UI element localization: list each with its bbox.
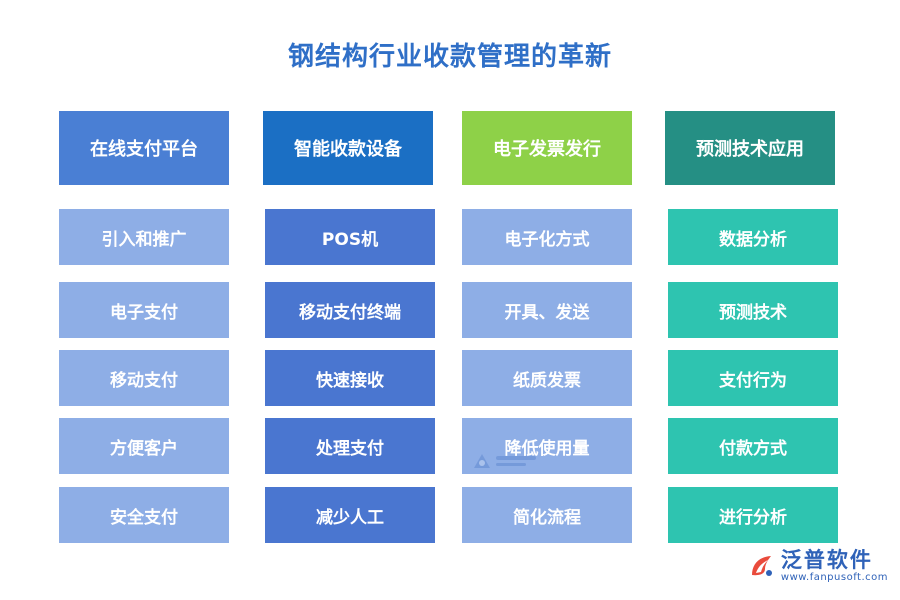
- list-item: 开具、发送: [462, 282, 632, 338]
- fanpu-logo-icon: [751, 556, 772, 576]
- list-item: 预测技术: [668, 282, 838, 338]
- column-header-forecast-tech: 预测技术应用: [665, 111, 835, 185]
- column-header-smart-device: 智能收款设备: [263, 111, 433, 185]
- page-title: 钢结构行业收款管理的革新: [287, 42, 612, 72]
- list-item: 移动支付终端: [265, 282, 435, 338]
- brand-logo: 泛普软件 www.fanpusoft.com: [749, 548, 888, 584]
- brand-url: www.fanpusoft.com: [780, 572, 888, 583]
- brand-name: 泛普软件: [780, 548, 873, 572]
- list-item: 支付行为: [668, 350, 838, 406]
- list-item: 减少人工: [265, 487, 435, 543]
- list-item: 安全支付: [59, 487, 229, 543]
- list-item: 付款方式: [668, 418, 838, 474]
- list-item: 移动支付: [59, 350, 229, 406]
- list-item: 简化流程: [462, 487, 632, 543]
- list-item: 进行分析: [668, 487, 838, 543]
- list-item: 快速接收: [265, 350, 435, 406]
- list-item: 降低使用量: [462, 418, 632, 474]
- column-header-e-invoice: 电子发票发行: [462, 111, 632, 185]
- list-item: 引入和推广: [59, 209, 229, 265]
- column-header-online-payment: 在线支付平台: [59, 111, 229, 185]
- list-item: 电子支付: [59, 282, 229, 338]
- list-item: 方便客户: [59, 418, 229, 474]
- watermark-logo-icon: [474, 454, 536, 468]
- list-item: POS机: [265, 209, 435, 265]
- list-item: 处理支付: [265, 418, 435, 474]
- list-item: 数据分析: [668, 209, 838, 265]
- list-item: 电子化方式: [462, 209, 632, 265]
- list-item: 纸质发票: [462, 350, 632, 406]
